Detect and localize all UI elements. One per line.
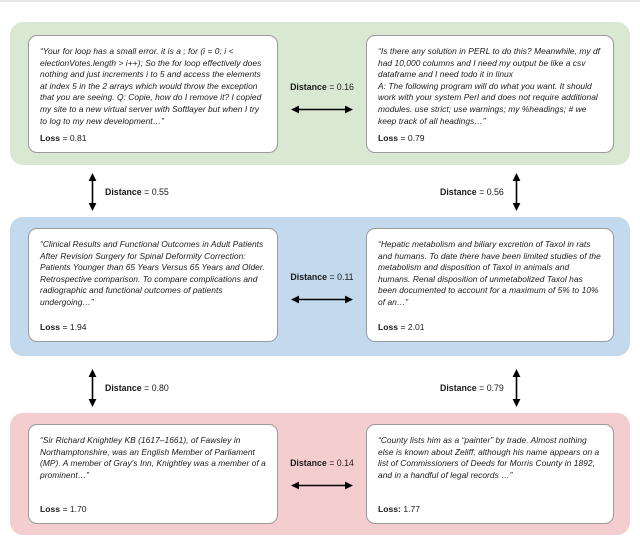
distance-separator: = (326, 82, 337, 92)
distance-value: 0.56 (486, 187, 504, 197)
distance-separator: = (141, 187, 152, 197)
text-card-biomedical-right: “Hepatic metabolism and biliary excretio… (366, 228, 614, 342)
double-headed-horizontal-arrow-icon (291, 295, 353, 304)
text-card-code-right: “Is there any solution in PERL to do thi… (366, 35, 614, 153)
double-headed-vertical-arrow-icon (512, 173, 521, 211)
text-card-code-left: “Your for loop has a small error. it is … (28, 35, 278, 153)
loss-readout: Loss = 2.01 (378, 322, 425, 332)
loss-separator: = (60, 504, 70, 514)
snippet-text: “County lists him as a “painter” by trad… (378, 435, 600, 480)
snippet-text: “Is there any solution in PERL to do thi… (378, 46, 601, 126)
loss-value: 0.81 (69, 133, 87, 143)
distance-readout: Distance = 0.56 (440, 187, 504, 197)
double-headed-horizontal-arrow-icon (291, 105, 353, 114)
loss-value: 2.01 (407, 322, 425, 332)
loss-separator: = (398, 322, 408, 332)
text-card-biomedical-left: “Clinical Results and Functional Outcome… (28, 228, 278, 342)
distance-separator: = (326, 458, 337, 468)
distance-label: Distance (290, 272, 328, 282)
distance-readout: Distance = 0.80 (105, 383, 169, 393)
distance-readout: Distance = 0.79 (440, 383, 504, 393)
intra-group-distance-biography: Distance = 0.14 (282, 453, 362, 491)
loss-readout: Loss: 1.77 (378, 504, 420, 514)
loss-value: 1.70 (69, 504, 87, 514)
distance-value: 0.16 (336, 82, 354, 92)
distance-label: Distance (290, 82, 327, 92)
distance-value: 0.11 (337, 272, 354, 282)
intra-group-distance-code: Distance = 0.16 (282, 77, 362, 115)
snippet-text: “Your for loop has a small error. it is … (40, 46, 262, 126)
distance-value: 0.79 (486, 383, 504, 393)
distance-separator: = (476, 383, 487, 393)
inter-group-distance-blue-pink-right: Distance = 0.79 (440, 369, 522, 407)
double-headed-horizontal-arrow-icon (291, 481, 353, 490)
distance-separator: = (141, 383, 152, 393)
distance-label: Distance (290, 458, 327, 468)
double-headed-vertical-arrow-icon (512, 369, 521, 407)
loss-label: Loss (378, 133, 399, 143)
group-panel-code: “Your for loop has a small error. it is … (10, 22, 630, 165)
loss-separator: = (60, 133, 70, 143)
loss-separator: = (60, 322, 70, 332)
distance-readout: Distance = 0.14 (290, 458, 354, 468)
loss-value: 1.94 (69, 322, 87, 332)
distance-label: Distance (105, 383, 142, 393)
loss-label: Loss (40, 322, 61, 332)
distance-label: Distance (105, 187, 142, 197)
distance-readout: Distance = 0.16 (290, 82, 354, 92)
top-divider (0, 0, 640, 2)
distance-value: 0.55 (151, 187, 169, 197)
text-card-biography-right: “County lists him as a “painter” by trad… (366, 424, 614, 524)
loss-value: 0.79 (407, 133, 425, 143)
distance-label: Distance (440, 187, 477, 197)
distance-separator: = (327, 272, 338, 282)
loss-readout: Loss = 0.79 (378, 133, 425, 143)
distance-readout: Distance = 0.55 (105, 187, 169, 197)
inter-group-distance-green-blue-right: Distance = 0.56 (440, 173, 522, 211)
loss-label: Loss (40, 504, 61, 514)
double-headed-vertical-arrow-icon (88, 173, 97, 211)
loss-label: Loss (378, 322, 399, 332)
group-panel-biomedical: “Clinical Results and Functional Outcome… (10, 217, 630, 356)
snippet-text: “Hepatic metabolism and biliary excretio… (378, 239, 601, 307)
snippet-text: “Sir Richard Knightley KB (1617–1661), o… (40, 435, 266, 480)
distance-value: 0.14 (336, 458, 354, 468)
distance-value: 0.80 (151, 383, 169, 393)
loss-readout: Loss = 1.70 (40, 504, 87, 514)
text-card-biography-left: “Sir Richard Knightley KB (1617–1661), o… (28, 424, 278, 524)
group-panel-biography: “Sir Richard Knightley KB (1617–1661), o… (10, 413, 630, 535)
inter-group-distance-blue-pink-left: Distance = 0.80 (87, 369, 169, 407)
intra-group-distance-biomedical: Distance = 0.11 (282, 267, 362, 305)
distance-readout: Distance = 0.11 (290, 272, 353, 282)
loss-readout: Loss = 0.81 (40, 133, 87, 143)
double-headed-vertical-arrow-icon (88, 369, 97, 407)
loss-readout: Loss = 1.94 (40, 322, 87, 332)
loss-label: Loss (40, 133, 61, 143)
inter-group-distance-green-blue-left: Distance = 0.55 (87, 173, 169, 211)
distance-separator: = (476, 187, 487, 197)
distance-label: Distance (440, 383, 477, 393)
loss-label: Loss: (378, 504, 401, 514)
loss-value: 1.77 (403, 504, 421, 514)
loss-separator: = (398, 133, 408, 143)
snippet-text: “Clinical Results and Functional Outcome… (40, 239, 265, 307)
